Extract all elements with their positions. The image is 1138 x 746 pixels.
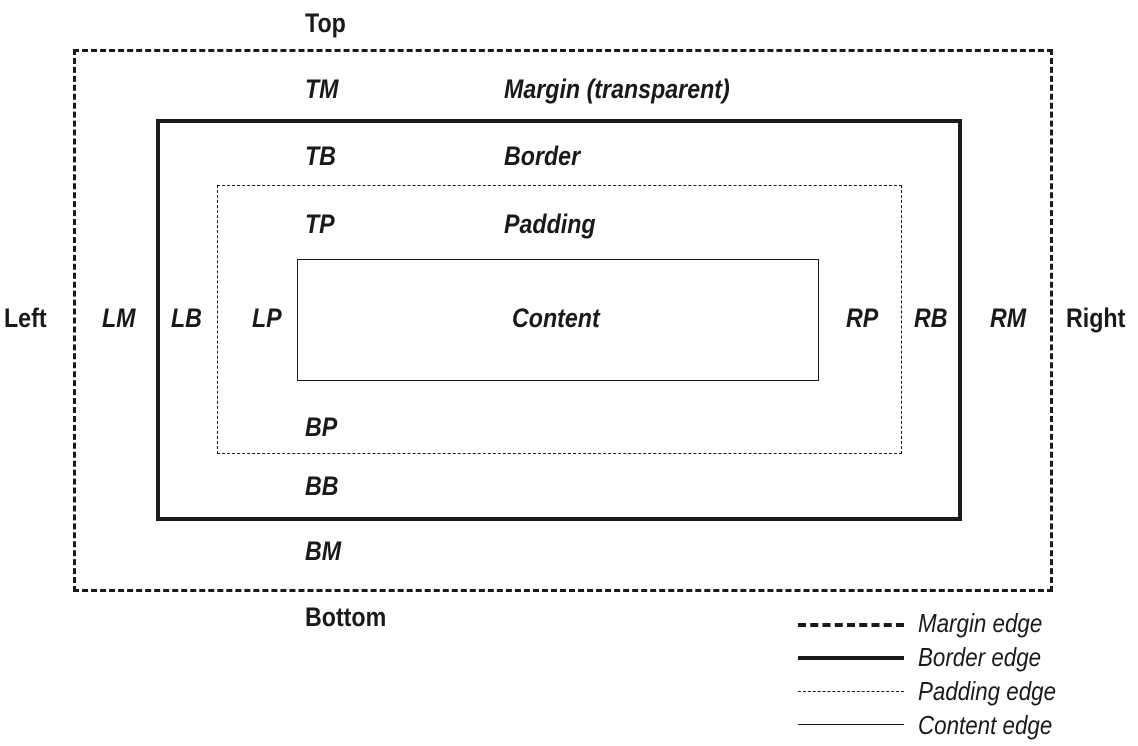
margin-edge-box	[73, 49, 1053, 592]
padding-bottom-label: BP	[305, 412, 338, 442]
side-label-right: Right	[1066, 303, 1126, 333]
border-bottom-label: BB	[305, 471, 339, 501]
legend-padding-edge-label: Padding edge	[918, 676, 1057, 706]
side-label-left: Left	[4, 303, 47, 333]
padding-name-label: Padding	[504, 209, 596, 239]
border-right-label: RB	[914, 303, 948, 333]
margin-left-label: LM	[102, 303, 136, 333]
margin-right-label: RM	[990, 303, 1027, 333]
border-name-label: Border	[504, 141, 581, 171]
content-edge-box	[297, 259, 819, 381]
margin-bottom-label: BM	[305, 536, 342, 566]
content-label: Content	[512, 303, 600, 333]
border-top-label: TB	[305, 141, 336, 171]
padding-left-label: LP	[252, 303, 282, 333]
margin-top-label: TM	[305, 74, 339, 104]
legend-border-edge-swatch	[798, 656, 904, 660]
legend-margin-edge-swatch	[798, 623, 904, 627]
margin-name-label: Margin (transparent)	[504, 74, 730, 104]
border-left-label: LB	[171, 303, 202, 333]
legend-padding-edge-swatch	[798, 691, 904, 692]
padding-right-label: RP	[846, 303, 879, 333]
side-label-bottom: Bottom	[305, 602, 387, 632]
legend-margin-edge-label: Margin edge	[918, 608, 1043, 638]
side-label-top: Top	[305, 8, 346, 38]
legend-content-edge-label: Content edge	[918, 710, 1053, 740]
padding-edge-box	[217, 185, 902, 454]
legend-border-edge-label: Border edge	[918, 642, 1042, 672]
border-edge-box	[156, 119, 962, 521]
legend-content-edge-swatch	[798, 724, 904, 725]
padding-top-label: TP	[305, 209, 335, 239]
